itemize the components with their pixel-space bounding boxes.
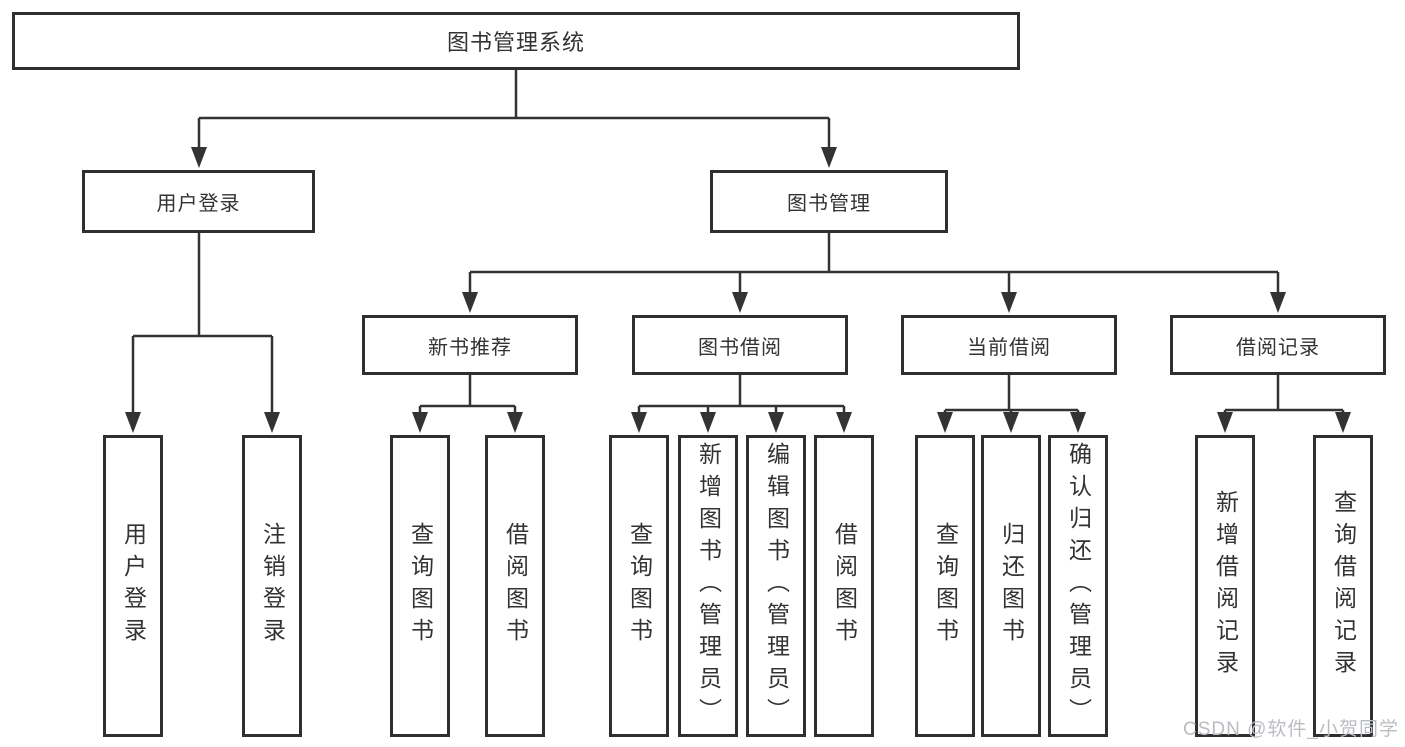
leaf-add-books-admin: 新增图书（管理员） bbox=[678, 435, 738, 737]
node-root-label: 图书管理系统 bbox=[446, 30, 585, 55]
leaf-user-login: 用户登录 bbox=[103, 435, 163, 737]
leaf-edit-books-admin: 编辑图书（管理员） bbox=[746, 435, 806, 737]
leaf-borrow-books-2-label: 借阅图书 bbox=[831, 522, 858, 650]
leaf-confirm-return-admin: 确认归还（管理员） bbox=[1048, 435, 1108, 737]
edges-root-to-level2 bbox=[191, 70, 837, 168]
node-user-login-label: 用户登录 bbox=[156, 193, 241, 215]
leaf-borrow-books-1-label: 借阅图书 bbox=[502, 522, 529, 650]
node-root-system: 图书管理系统 bbox=[12, 12, 1020, 70]
node-borrowing-records: 借阅记录 bbox=[1170, 315, 1386, 375]
node-book-management: 图书管理 bbox=[710, 170, 948, 233]
leaf-query-books-3: 查询图书 bbox=[915, 435, 975, 737]
edges-bookmgmt-to-level3 bbox=[462, 233, 1286, 313]
leaf-query-books-2-label: 查询图书 bbox=[626, 522, 653, 650]
node-new-book-recommend: 新书推荐 bbox=[362, 315, 578, 375]
leaf-query-books-2: 查询图书 bbox=[609, 435, 669, 737]
node-borrowing-records-label: 借阅记录 bbox=[1236, 336, 1320, 359]
edges-currentborrow-to-leaves bbox=[937, 375, 1086, 433]
node-user-login: 用户登录 bbox=[82, 170, 315, 233]
leaf-confirm-return-admin-label: 确认归还（管理员） bbox=[1065, 442, 1092, 730]
node-book-management-label: 图书管理 bbox=[787, 193, 871, 215]
leaf-borrow-books-1: 借阅图书 bbox=[485, 435, 545, 737]
leaf-edit-books-admin-label: 编辑图书（管理员） bbox=[763, 442, 790, 730]
leaf-add-borrow-record: 新增借阅记录 bbox=[1195, 435, 1255, 737]
leaf-add-borrow-record-label: 新增借阅记录 bbox=[1212, 490, 1239, 682]
node-book-borrowing: 图书借阅 bbox=[632, 315, 848, 375]
node-new-book-recommend-label: 新书推荐 bbox=[428, 336, 512, 359]
csdn-watermark: CSDN @软件_小贺同学 bbox=[1183, 719, 1399, 740]
edges-newbookrec-to-leaves bbox=[412, 375, 523, 433]
leaf-return-books: 归还图书 bbox=[981, 435, 1041, 737]
edges-userlogin-to-leaves bbox=[125, 233, 280, 433]
node-current-borrowing: 当前借阅 bbox=[901, 315, 1117, 375]
edges-borrowrecords-to-leaves bbox=[1217, 375, 1351, 433]
leaf-logout-label: 注销登录 bbox=[259, 522, 286, 650]
node-book-borrowing-label: 图书借阅 bbox=[698, 336, 782, 359]
leaf-user-login-label: 用户登录 bbox=[120, 522, 147, 650]
leaf-borrow-books-2: 借阅图书 bbox=[814, 435, 874, 737]
leaf-query-books-3-label: 查询图书 bbox=[932, 522, 959, 650]
leaf-add-books-admin-label: 新增图书（管理员） bbox=[695, 442, 722, 730]
leaf-query-books-1: 查询图书 bbox=[390, 435, 450, 737]
leaf-query-books-1-label: 查询图书 bbox=[407, 522, 434, 650]
leaf-logout: 注销登录 bbox=[242, 435, 302, 737]
leaf-return-books-label: 归还图书 bbox=[998, 522, 1025, 650]
leaf-query-borrow-record-label: 查询借阅记录 bbox=[1330, 490, 1357, 682]
edges-bookborrow-to-leaves bbox=[631, 375, 852, 433]
node-current-borrowing-label: 当前借阅 bbox=[967, 336, 1051, 359]
leaf-query-borrow-record: 查询借阅记录 bbox=[1313, 435, 1373, 737]
